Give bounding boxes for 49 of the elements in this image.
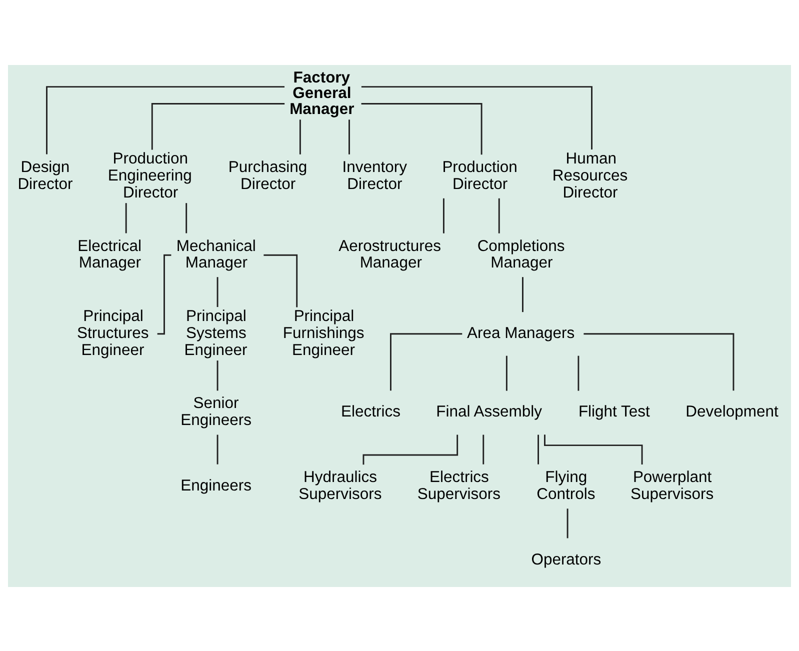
node-text: Area Managers (467, 324, 575, 342)
node-text: Principal Furnishings Engineer (282, 308, 364, 358)
node-text: Development (686, 403, 778, 420)
connector (566, 508, 568, 538)
connector (498, 198, 500, 233)
connector (538, 434, 539, 464)
node-text: Final Assembly (436, 403, 542, 420)
node-text: Senior Engineers (180, 394, 252, 429)
connector (46, 86, 284, 154)
connector (442, 198, 444, 233)
connector (299, 119, 301, 154)
node-text: Hydraulics Supervisors (298, 468, 382, 503)
node-text: Factory General Manager (290, 68, 354, 118)
node-text: Human Resources Director (552, 150, 628, 201)
connector (482, 434, 484, 464)
node-text: Design Director (18, 158, 73, 193)
node-text: Powerplant Supervisors (630, 468, 714, 503)
node-text: Production Engineering Director (108, 150, 192, 201)
connector (584, 332, 734, 390)
connector (348, 119, 350, 154)
connector (361, 86, 592, 150)
connector (390, 332, 462, 390)
node-text: Engineers (180, 477, 252, 494)
connector (216, 276, 218, 307)
connector (578, 355, 580, 390)
node-text: Flying Controls (536, 468, 596, 503)
node-text: Inventory Director (342, 158, 408, 193)
connector (125, 202, 127, 233)
node-text: Aerostructures Manager (338, 237, 441, 272)
node-text: Completions Manager (477, 237, 565, 272)
node-text: Electrics (341, 403, 401, 420)
node-text: Flight Test (578, 403, 650, 420)
node-text: Electrics Supervisors (417, 468, 500, 503)
connector (151, 102, 285, 150)
connector (264, 254, 298, 307)
connector (506, 355, 508, 390)
connector (216, 360, 218, 390)
connector (186, 202, 188, 233)
node-text: Purchasing Director (228, 158, 308, 193)
connector (522, 276, 524, 312)
node-text: Principal Structures Engineer (77, 308, 149, 358)
node-text: Principal Systems Engineer (184, 308, 248, 358)
node-text: Mechanical Manager (176, 237, 256, 272)
node-text: Electrical Manager (78, 237, 142, 272)
connector (544, 434, 643, 464)
connector (216, 434, 218, 464)
connector (361, 102, 482, 154)
node-text: Operators (531, 550, 602, 568)
node-text: Production Director (442, 158, 518, 193)
